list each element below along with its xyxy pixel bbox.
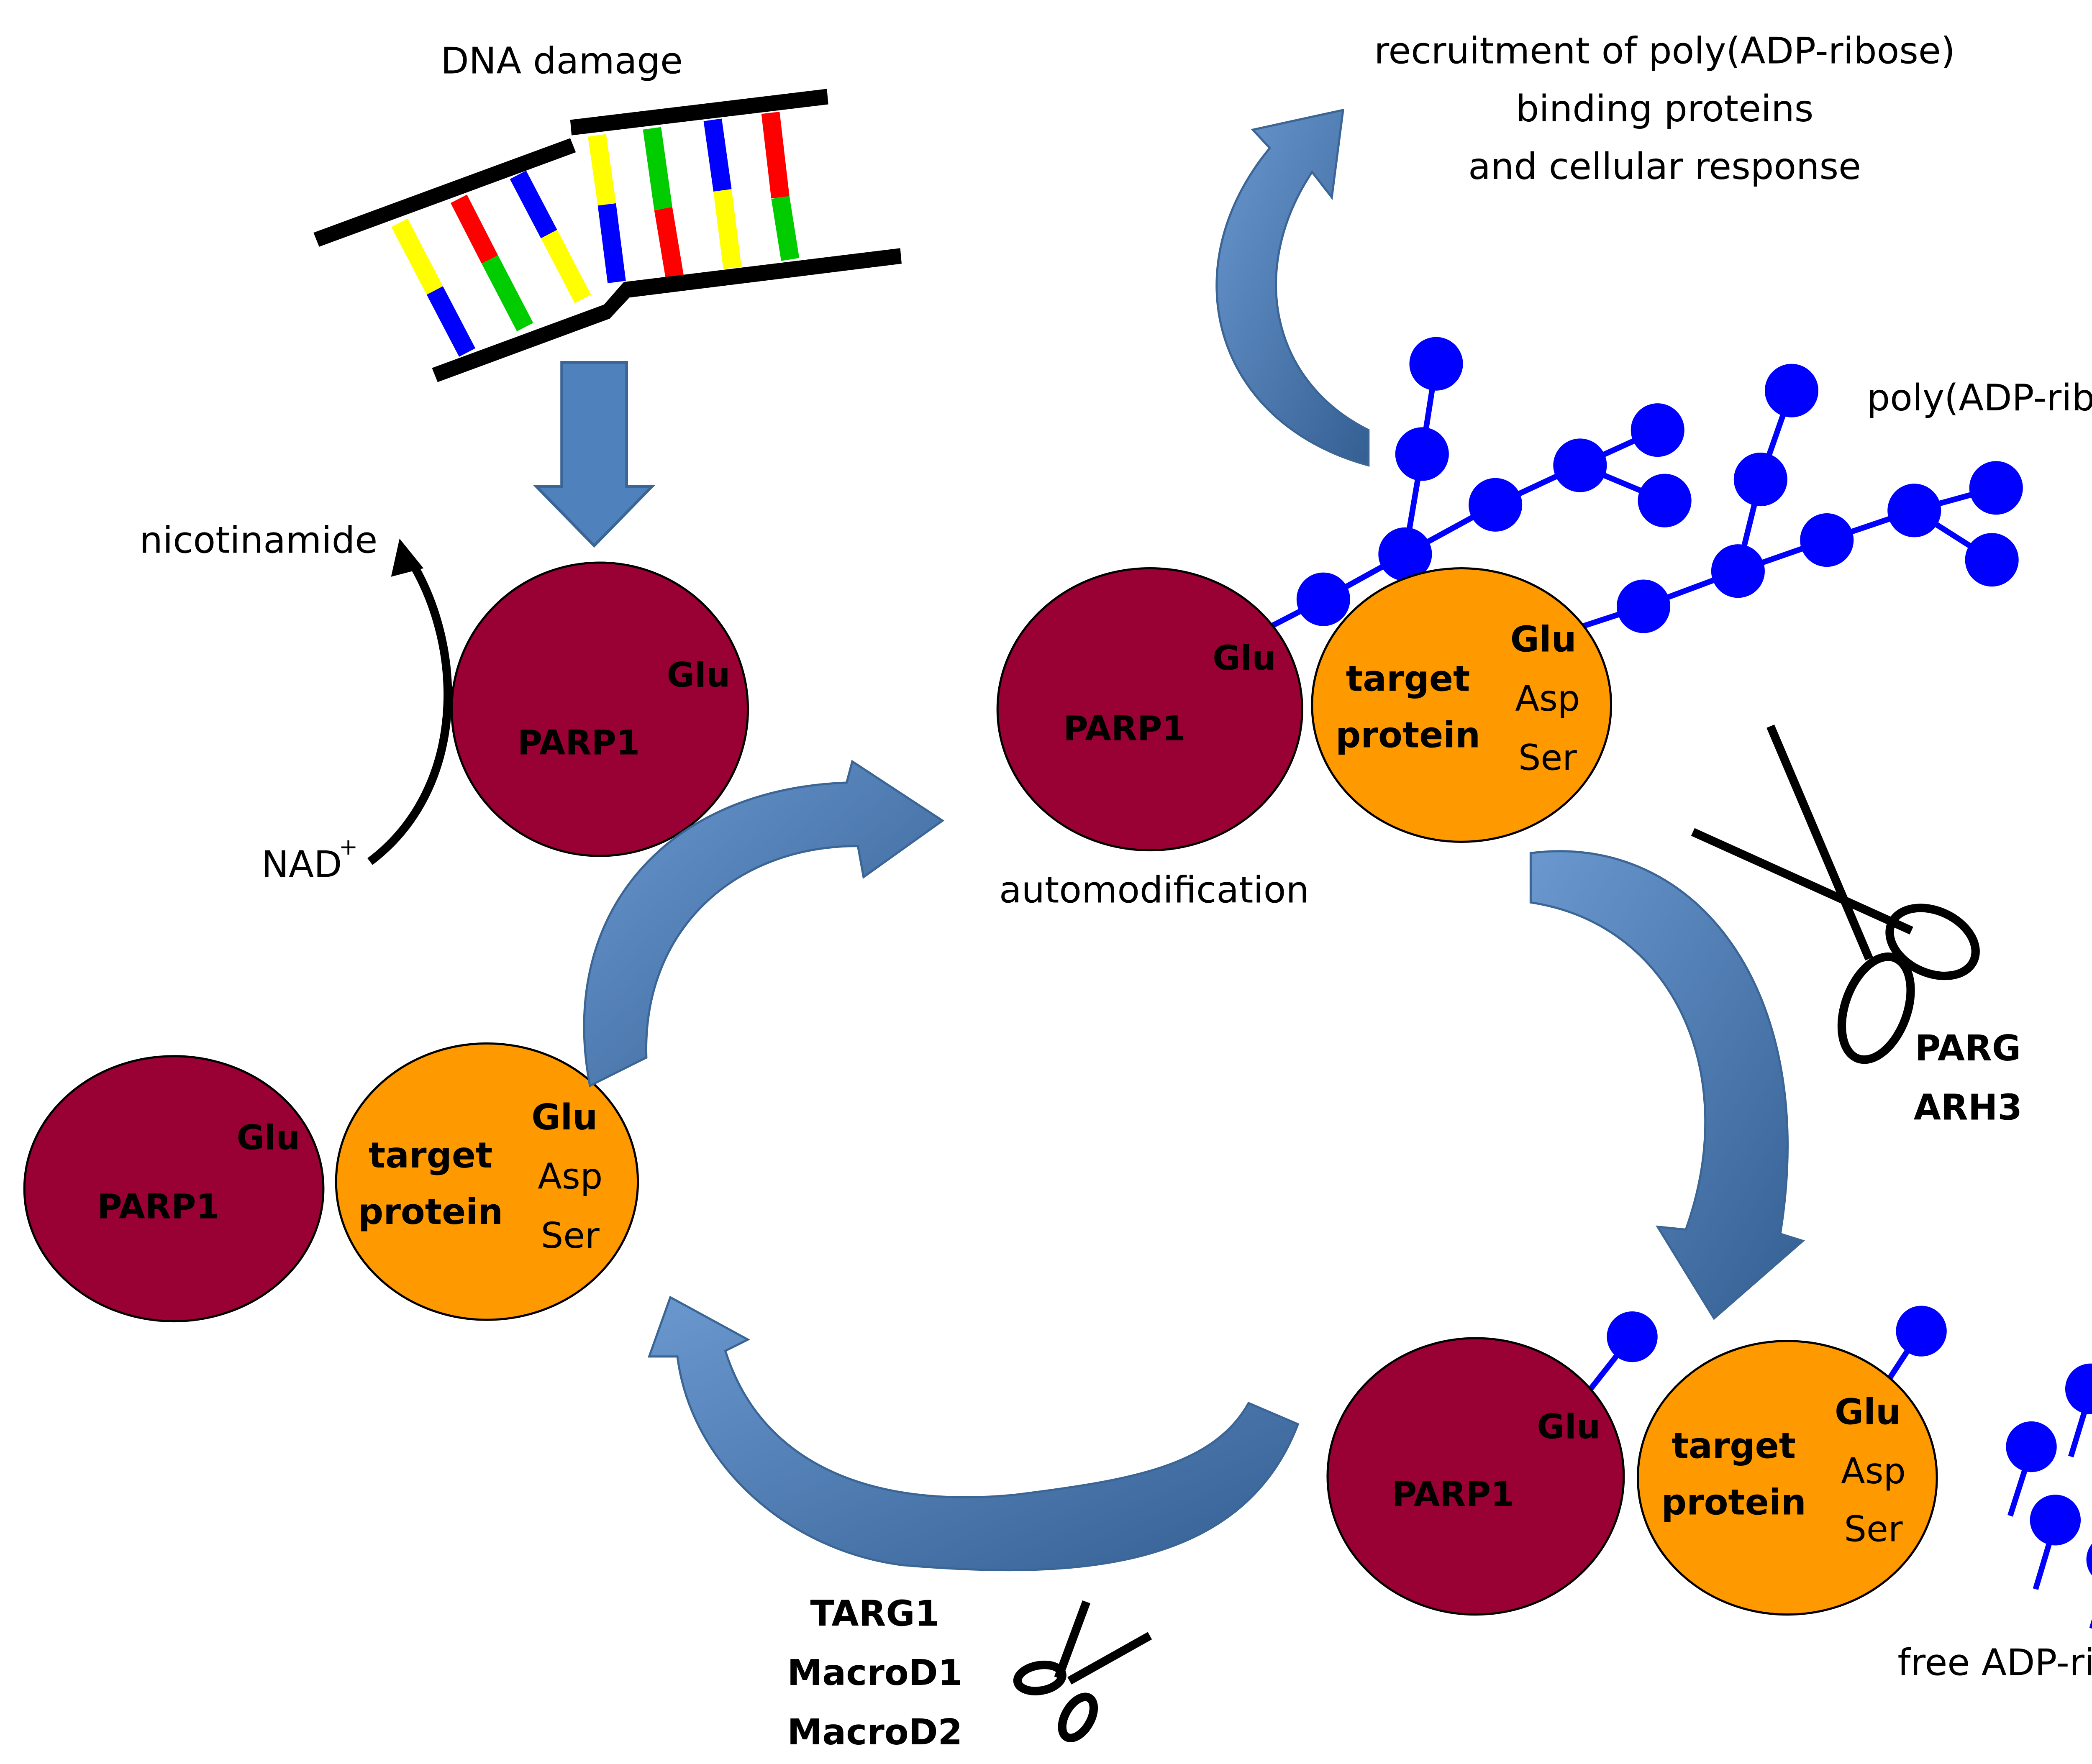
- parg-label: PARG: [1915, 1028, 2021, 1069]
- free-adp-ribose-molecules: [2006, 1363, 2092, 1629]
- glu-residue: Glu: [1510, 619, 1577, 660]
- dna-damage-label: DNA damage: [441, 39, 683, 82]
- poly-adp-ribose-chain-2: [1565, 364, 2023, 635]
- automodification-label: automodification: [999, 868, 1309, 911]
- degradation-curved-arrow: [1529, 850, 1805, 1320]
- parp1-label: PARP1: [1063, 709, 1185, 749]
- parp1-label: PARP1: [518, 723, 640, 763]
- recruitment-line1: recruitment of poly(ADP-ribose): [1374, 30, 1955, 72]
- automodification-curved-arrow: [583, 760, 945, 1088]
- nad-label: NAD +: [262, 834, 358, 886]
- parp1-label: PARP1: [97, 1187, 219, 1226]
- recruitment-text: recruitment of poly(ADP-ribose) binding …: [1374, 30, 1955, 188]
- scissors-icon: [1691, 725, 1980, 1064]
- poly-adp-ribose-label: poly(ADP-ribose): [1867, 376, 2092, 419]
- target-label-line1: target: [369, 1135, 492, 1176]
- glu-label: Glu: [1537, 1407, 1601, 1447]
- nad-superscript: +: [339, 834, 358, 860]
- parp1-protein: [451, 561, 749, 857]
- target-label-line2: protein: [1661, 1482, 1806, 1523]
- parp1-protein: [1326, 1337, 1625, 1616]
- hydrolysis-curved-arrow: [647, 1295, 1300, 1572]
- asp-residue: Asp: [1515, 678, 1580, 719]
- glu-residue: Glu: [1835, 1392, 1901, 1433]
- target-label-line2: protein: [1336, 715, 1480, 756]
- dna-double-helix-icon: [313, 89, 902, 382]
- parp1-protein: [996, 567, 1303, 852]
- parp1-protein: [23, 1055, 325, 1323]
- recruitment-line2: binding proteins: [1516, 87, 1814, 130]
- macrod2-label: MacroD2: [787, 1712, 963, 1753]
- mono-adp-ribose-parp: [1580, 1311, 1658, 1401]
- glu-label: Glu: [237, 1118, 300, 1157]
- glu-residue: Glu: [531, 1097, 597, 1138]
- nad-arrowhead: [391, 538, 424, 577]
- recruitment-line3: and cellular response: [1468, 145, 1861, 188]
- nad-conversion-arrow: [367, 556, 452, 865]
- asp-residue: Asp: [1841, 1451, 1906, 1492]
- poly-adp-ribose-chain-1: [1240, 337, 1692, 644]
- ser-residue: Ser: [1518, 737, 1577, 778]
- targ1-label: TARG1: [810, 1593, 939, 1634]
- target-label-line2: protein: [358, 1191, 503, 1232]
- target-protein: [1311, 567, 1613, 843]
- target-label-line1: target: [1346, 658, 1470, 699]
- target-protein: [335, 1042, 639, 1321]
- asp-residue: Asp: [538, 1156, 602, 1197]
- arh3-label: ARH3: [1914, 1087, 2022, 1128]
- nad-text: NAD: [262, 843, 342, 886]
- down-arrow: [533, 361, 656, 548]
- nicotinamide-label: nicotinamide: [139, 519, 377, 561]
- target-protein: [1637, 1340, 1938, 1616]
- target-label-line1: target: [1672, 1426, 1796, 1467]
- glu-label: Glu: [1213, 639, 1276, 678]
- scissors-icon: [1013, 1600, 1152, 1742]
- parp1-label: PARP1: [1392, 1475, 1514, 1514]
- macrod1-label: MacroD1: [787, 1652, 963, 1693]
- glu-label: Glu: [667, 656, 731, 695]
- recruitment-curved-arrow: [1215, 108, 1370, 467]
- ser-residue: Ser: [1844, 1508, 1903, 1549]
- free-adp-ribose-label: free ADP-ribose: [1897, 1641, 2092, 1684]
- ser-residue: Ser: [541, 1215, 600, 1256]
